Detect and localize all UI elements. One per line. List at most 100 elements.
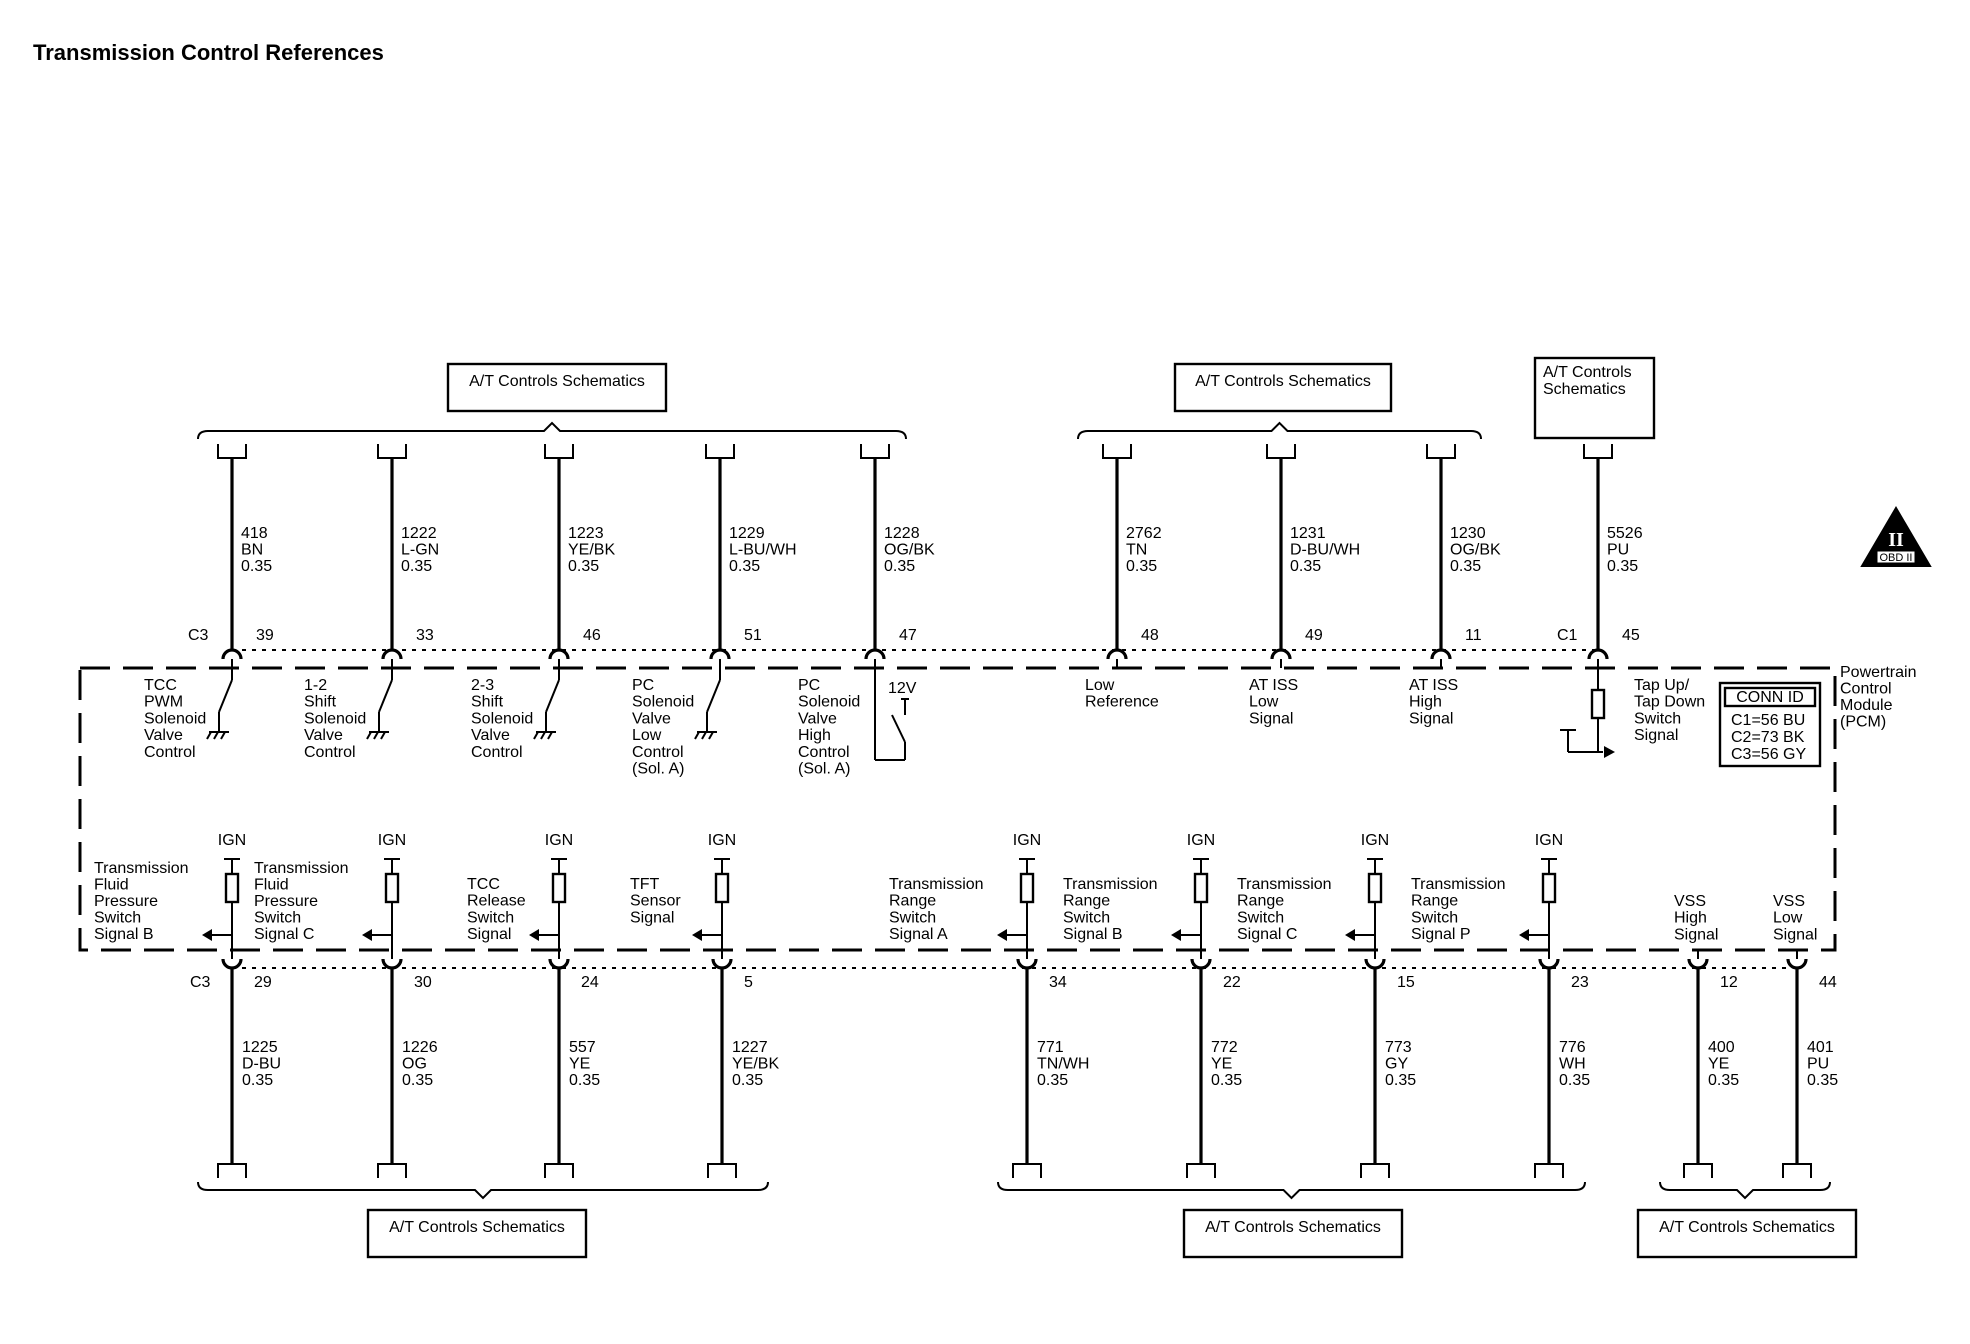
wire-spec: 0.35 [1211, 1072, 1242, 1089]
at-controls-schematics-box[interactable]: A/T Controls Schematics [446, 362, 668, 413]
circuit-label: Signal C [1237, 926, 1297, 943]
obd-symbol-icon: II [1888, 529, 1904, 551]
connector-pin [1687, 958, 1709, 970]
terminal-connector [1266, 444, 1296, 459]
circuit-label: Range [1411, 893, 1458, 910]
connector-pin [1786, 958, 1808, 970]
wire-spec: OG/BK [1450, 542, 1501, 559]
pin-number: 30 [414, 974, 432, 991]
terminal-connector [1102, 444, 1132, 459]
circuit-label: Control [144, 744, 196, 761]
circuit-label: (Sol. A) [632, 761, 684, 778]
connector-pin [1190, 958, 1212, 970]
wire-spec: 0.35 [1559, 1072, 1590, 1089]
wire-spec: 0.35 [242, 1072, 273, 1089]
terminal-connector [544, 1163, 574, 1178]
connector-pin [221, 648, 243, 660]
pin-number: 23 [1571, 974, 1589, 991]
bottom-circuit-23: 23776WH0.35IGNTransmissionRangeSwitchSig… [1411, 832, 1590, 1178]
wire-spec: YE [1708, 1056, 1729, 1073]
supply-ign: IGN [708, 832, 736, 849]
top-circuit-51: 1229L-BU/WH0.3551PCSolenoidValveLowContr… [632, 444, 797, 778]
terminal-connector [1360, 1163, 1390, 1178]
circuit-label: Solenoid [632, 694, 694, 711]
circuit-label: Fluid [94, 877, 129, 894]
circuit-label: Transmission [94, 860, 189, 877]
wire-spec: 0.35 [1450, 558, 1481, 575]
wire-spec: PU [1807, 1056, 1829, 1073]
circuit-label: Switch [1634, 710, 1681, 727]
wire-spec: TN/WH [1037, 1056, 1089, 1073]
pin-number: 44 [1819, 974, 1837, 991]
wire-spec: 0.35 [241, 558, 272, 575]
schematic-label: A/T Controls Schematics [1205, 1219, 1381, 1236]
supply-12v: 12V [888, 680, 917, 697]
circuit-label: Signal [630, 909, 674, 926]
schematic-brace [197, 421, 907, 440]
circuit-label: Valve [798, 710, 837, 727]
bottom-circuit-30: 301226OG0.35IGNTransmissionFluidPressure… [254, 832, 438, 1178]
circuit-label: Signal [467, 926, 511, 943]
wire-spec: BN [241, 542, 263, 559]
top-circuit-33: 1222L-GN0.35331-2ShiftSolenoidValveContr… [304, 444, 439, 761]
circuit-label: VSS [1773, 893, 1805, 910]
top-circuit-46: 1223YE/BK0.35462-3ShiftSolenoidValveCont… [471, 444, 615, 761]
circuit-label: Switch [1063, 909, 1110, 926]
wire-spec: WH [1559, 1056, 1586, 1073]
supply-ign: IGN [378, 832, 406, 849]
wire-spec: 0.35 [1708, 1072, 1739, 1089]
wire-spec: 0.35 [1607, 558, 1638, 575]
at-controls-schematics-box[interactable]: A/T Controls Schematics [1182, 1208, 1404, 1259]
wire-spec: 418 [241, 525, 268, 542]
pin-number: 33 [416, 627, 434, 644]
circuit-label: Shift [304, 694, 337, 711]
wire-spec: 776 [1559, 1039, 1586, 1056]
circuit-label: Signal [1773, 926, 1817, 943]
circuit-label: Transmission [1237, 876, 1332, 893]
wire-spec: 0.35 [1126, 558, 1157, 575]
circuit-label: Valve [144, 727, 183, 744]
connector-pin [1270, 648, 1292, 660]
bottom-circuit-29: 291225D-BU0.35IGNTransmissionFluidPressu… [94, 832, 281, 1178]
schematic-label: Schematics [1543, 381, 1626, 398]
connector-pin [1364, 958, 1386, 970]
ground-symbol [206, 731, 229, 740]
at-controls-schematics-box[interactable]: A/T Controls Schematics [1173, 362, 1393, 413]
wire-spec: 0.35 [1290, 558, 1321, 575]
circuit-label: Signal C [254, 926, 314, 943]
circuit-label: 1-2 [304, 677, 327, 694]
at-controls-schematics-box[interactable]: A/T Controls Schematics [366, 1208, 588, 1259]
conn-id-row: C2=73 BK [1731, 729, 1805, 746]
circuit-label: Signal A [889, 926, 948, 943]
pin-number: 34 [1049, 974, 1067, 991]
circuit-label: Control [304, 744, 356, 761]
circuit-label: Release [467, 893, 526, 910]
circuit-label: Sensor [630, 893, 681, 910]
circuit-label: VSS [1674, 893, 1706, 910]
terminal-connector [1426, 444, 1456, 459]
at-controls-schematics-box[interactable]: A/T Controls Schematics [1636, 1208, 1858, 1259]
terminal-connector [1012, 1163, 1042, 1178]
circuit-label: High [798, 727, 831, 744]
terminal-connector [707, 1163, 737, 1178]
wire-spec: YE/BK [568, 542, 615, 559]
circuit-label: Transmission [254, 860, 349, 877]
connector-pin [864, 648, 886, 660]
wire-spec: 0.35 [732, 1072, 763, 1089]
signal-arrow-icon [1345, 929, 1355, 941]
conn-id-row: C1=56 BU [1731, 712, 1805, 729]
circuit-label: (Sol. A) [798, 761, 850, 778]
pin-number: 49 [1305, 627, 1323, 644]
terminal-connector [544, 444, 574, 459]
circuit-label: Solenoid [798, 694, 860, 711]
circuit-label: Control [471, 744, 523, 761]
wire-spec: 0.35 [1385, 1072, 1416, 1089]
